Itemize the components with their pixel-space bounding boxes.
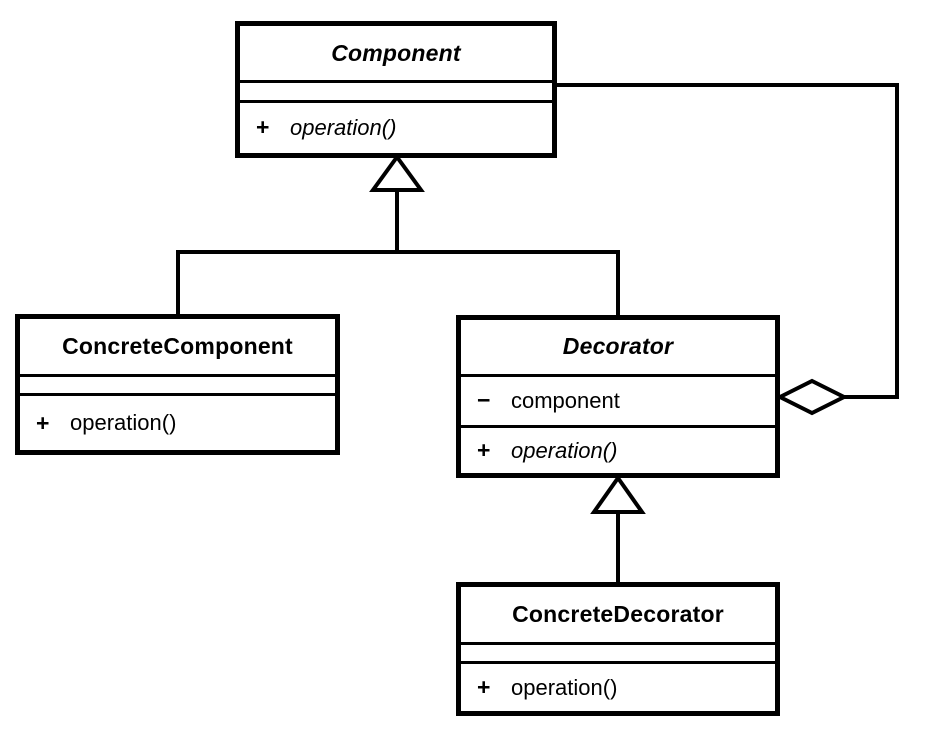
uml-class-decorator[interactable]: Decorator − component + operation() bbox=[456, 315, 780, 478]
operation-row: + operation() bbox=[461, 437, 775, 464]
attribute-label: component bbox=[511, 387, 620, 413]
generalization-decorator-concretedecorator bbox=[590, 474, 646, 584]
operations-compartment-concretecomponent: + operation() bbox=[20, 396, 335, 450]
attributes-compartment-concretecomponent bbox=[20, 377, 335, 394]
class-name-concretecomponent: ConcreteComponent bbox=[62, 332, 293, 359]
class-name-component: Component bbox=[331, 39, 461, 66]
operation-label: operation() bbox=[290, 114, 397, 140]
attributes-compartment-concretedecorator bbox=[461, 645, 775, 662]
class-name-decorator: Decorator bbox=[562, 333, 674, 360]
operation-label: operation() bbox=[511, 674, 618, 700]
uml-class-concretedecorator[interactable]: ConcreteDecorator + operation() bbox=[456, 582, 780, 716]
operation-row: + operation() bbox=[461, 674, 775, 701]
compartment-divider bbox=[461, 661, 775, 665]
operations-compartment-decorator: + operation() bbox=[461, 428, 775, 473]
operations-compartment-component: + operation() bbox=[240, 103, 552, 153]
compartment-divider bbox=[461, 641, 775, 645]
hollow-triangle-arrowhead-icon bbox=[590, 474, 646, 514]
operations-compartment-concretedecorator: + operation() bbox=[461, 664, 775, 711]
visibility-marker-public: + bbox=[256, 114, 270, 141]
visibility-marker-private: − bbox=[477, 387, 491, 414]
uml-class-component[interactable]: Component + operation() bbox=[235, 21, 557, 158]
operation-row: + operation() bbox=[20, 410, 335, 437]
hollow-triangle-arrowhead-icon bbox=[369, 153, 425, 192]
attributes-compartment-component bbox=[240, 83, 552, 100]
generalization-component-bus bbox=[176, 153, 620, 317]
compartment-divider bbox=[20, 373, 335, 377]
compartment-divider bbox=[20, 393, 335, 397]
visibility-marker-public: + bbox=[36, 409, 50, 436]
attribute-row: − component bbox=[461, 387, 775, 414]
uml-class-concretecomponent[interactable]: ConcreteComponent + operation() bbox=[15, 314, 340, 455]
hollow-diamond-aggregation-icon bbox=[775, 378, 849, 416]
class-name-concretedecorator: ConcreteDecorator bbox=[512, 600, 724, 627]
visibility-marker-public: + bbox=[477, 674, 491, 701]
operation-row: + operation() bbox=[240, 114, 552, 141]
operation-label: operation() bbox=[511, 437, 618, 463]
visibility-marker-public: + bbox=[477, 437, 491, 464]
compartment-divider bbox=[461, 425, 775, 429]
operation-label: operation() bbox=[70, 410, 177, 436]
compartment-divider bbox=[240, 80, 552, 84]
compartment-divider bbox=[240, 99, 552, 103]
attributes-compartment-decorator: − component bbox=[461, 377, 775, 426]
